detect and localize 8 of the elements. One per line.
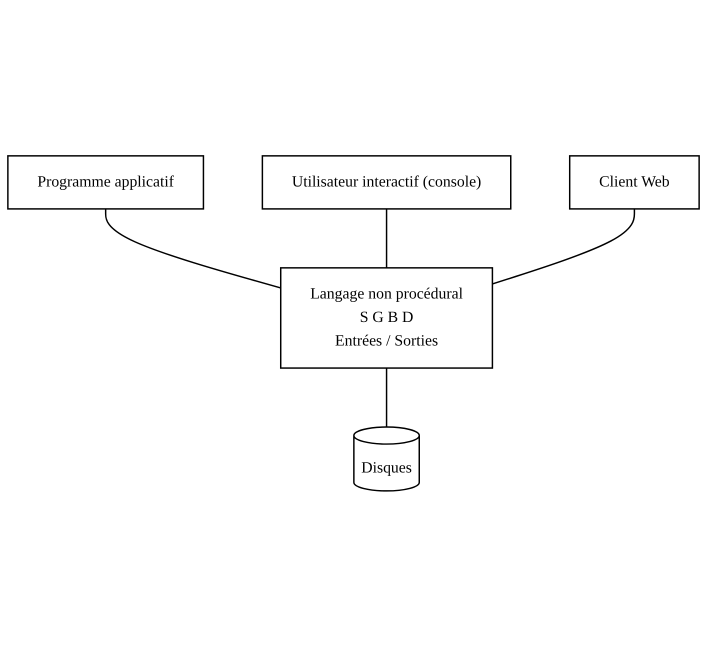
node-box: Utilisateur interactif (console) (262, 154, 512, 210)
connector (386, 208, 388, 268)
connector (492, 208, 636, 284)
connector (386, 368, 388, 427)
connector (104, 208, 281, 288)
node-box: Client Web (568, 154, 700, 210)
node-box: Langage non procédural S G B D Entrées / Sorties (280, 266, 494, 368)
node-box: Programme applicatif (7, 154, 204, 210)
